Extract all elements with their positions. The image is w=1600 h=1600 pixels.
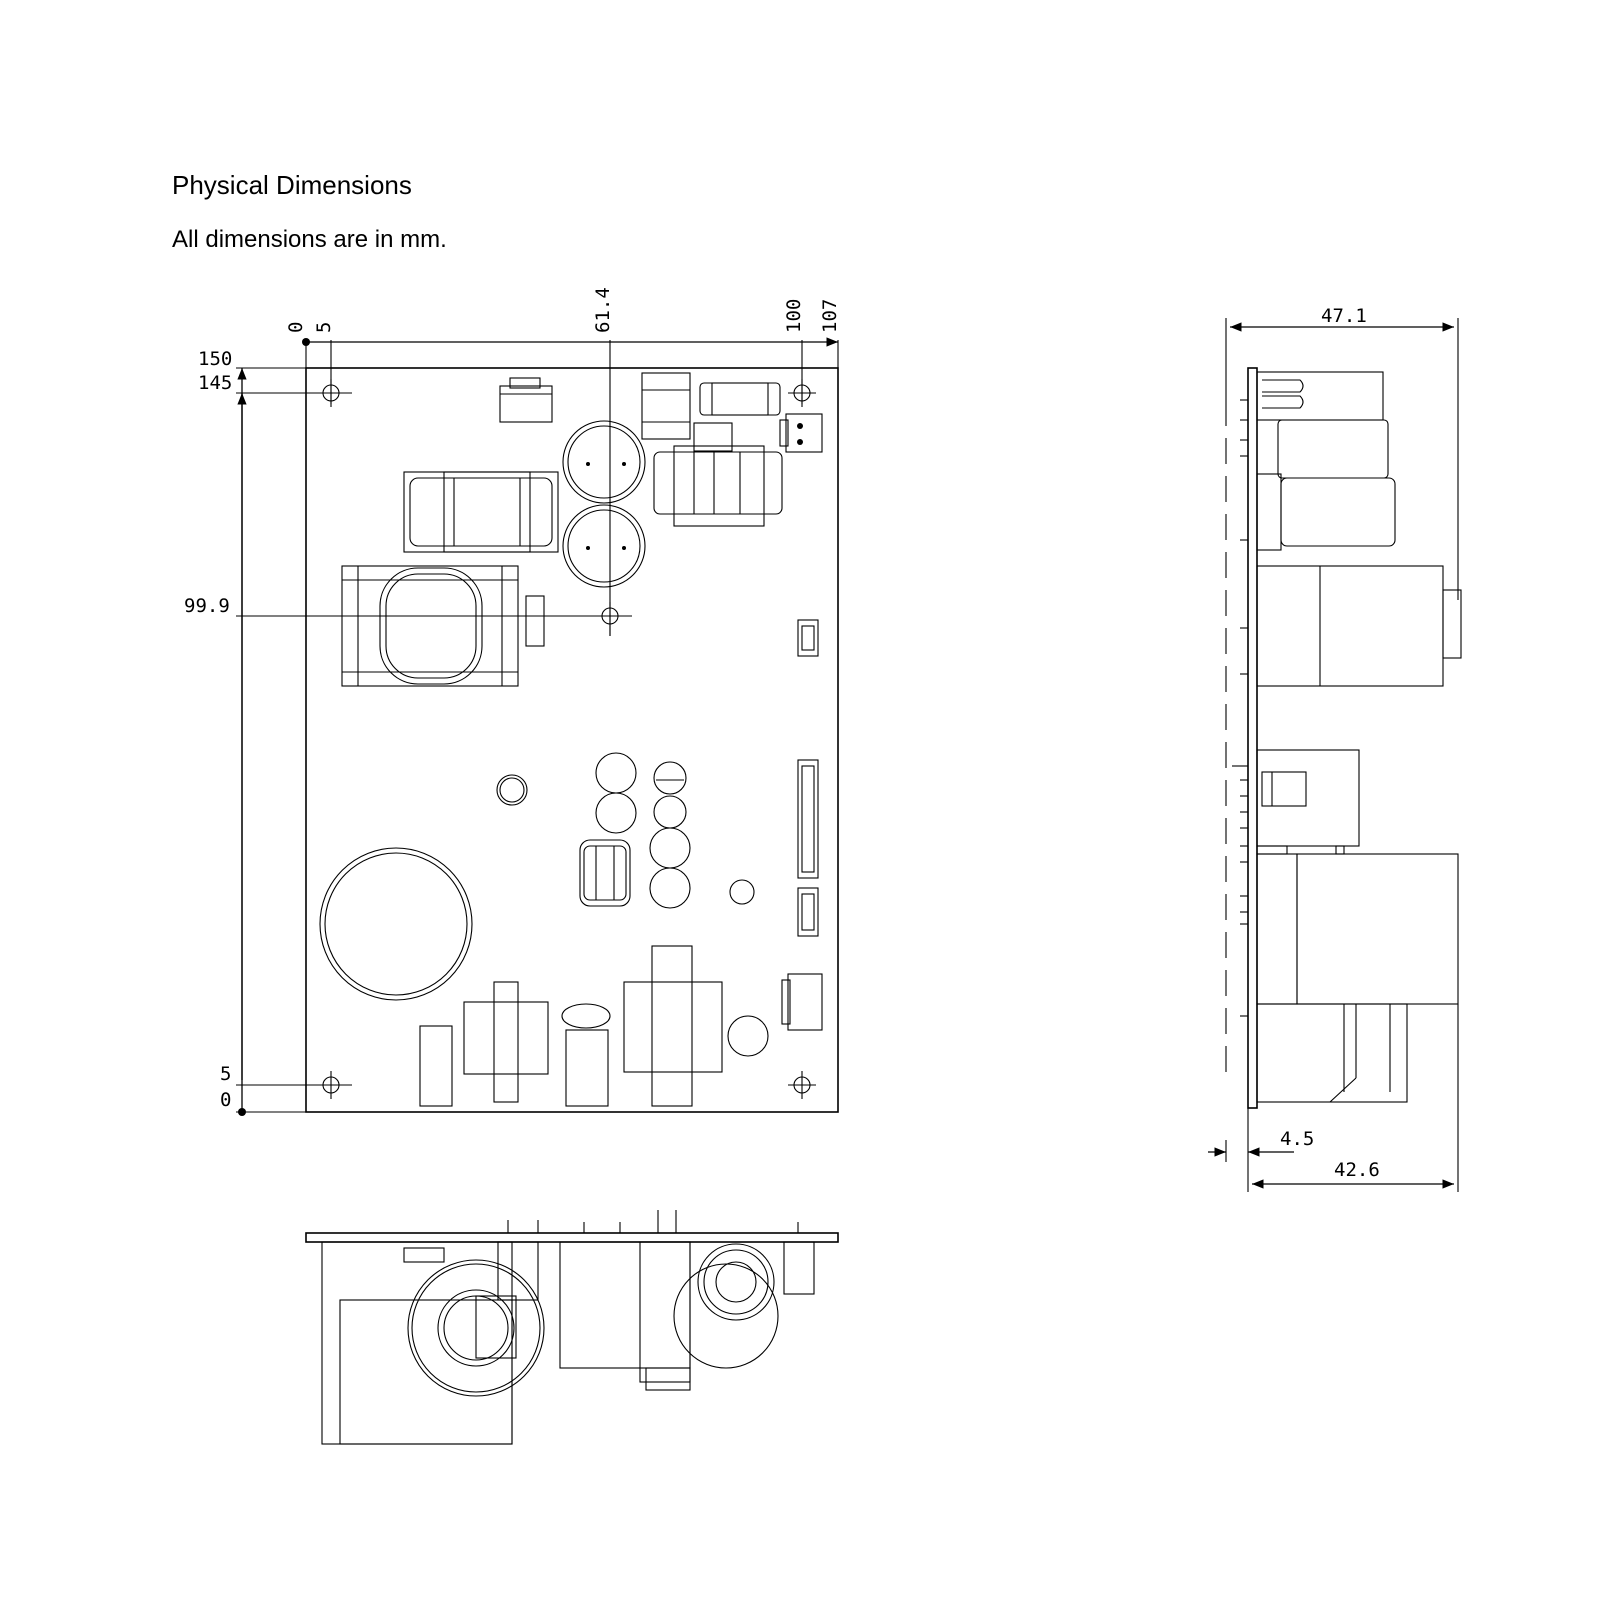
y-dim-0: 0	[220, 1089, 231, 1111]
large-capacitor	[319, 847, 473, 1001]
common-mode-choke	[653, 422, 783, 527]
x-dim-61-4: 61.4	[592, 287, 614, 333]
x-dim-100: 100	[783, 299, 805, 333]
capacitor	[595, 792, 637, 834]
capacitor-body	[559, 1241, 691, 1369]
capacitor	[727, 1015, 769, 1057]
toroid-inductor	[561, 1003, 611, 1107]
heatsink	[419, 1025, 453, 1107]
mounting-hole	[788, 1071, 816, 1099]
x-dim-0: 0	[285, 322, 307, 333]
pcb-outline	[305, 367, 839, 1113]
top-view: 0 5 61.4 100 107 150 145 99.9 5 0	[184, 287, 841, 1116]
offset-dimension: 4.5	[1280, 1128, 1314, 1150]
mounting-hole	[596, 602, 632, 636]
mounting-hole	[788, 379, 816, 407]
front-view	[305, 1210, 839, 1445]
y-dim-99-9: 99.9	[184, 595, 230, 617]
heatsink-profile	[321, 1241, 513, 1445]
toroid-small	[673, 1241, 815, 1369]
pfc-inductor	[623, 945, 723, 1107]
fuse	[699, 382, 781, 416]
y-dim-145: 145	[198, 372, 232, 394]
resistor	[525, 595, 545, 647]
units-note: All dimensions are in mm.	[172, 226, 447, 253]
relay	[641, 372, 691, 440]
side-view: 47.1	[1208, 305, 1462, 1192]
x-dim-107: 107	[819, 299, 841, 333]
y-dim-5: 5	[220, 1063, 231, 1085]
bulk-capacitor	[562, 420, 646, 504]
output-inductor	[579, 839, 631, 907]
x-dim-5: 5	[313, 322, 335, 333]
electrolytic-capacitor	[653, 761, 687, 795]
width-dimension: 47.1	[1321, 305, 1367, 327]
capacitor	[496, 774, 528, 806]
output-transformer	[463, 981, 549, 1103]
dc-connector	[781, 973, 823, 1031]
pcb-edge	[305, 1232, 839, 1243]
pcb-side-edge	[1247, 367, 1258, 1109]
capacitor	[653, 795, 687, 829]
output-connector-top	[779, 413, 823, 453]
toroid-side	[407, 1259, 545, 1397]
y-dim-150: 150	[198, 348, 232, 370]
capacitor	[649, 827, 691, 869]
capacitor	[595, 752, 637, 794]
output-connector	[797, 759, 819, 879]
input-connector	[499, 377, 553, 423]
mounting-hole	[317, 379, 345, 407]
mounting-hole	[317, 1071, 345, 1099]
main-transformer	[341, 565, 519, 687]
capacitor	[729, 879, 755, 905]
bulk-capacitor	[562, 504, 646, 588]
connector-small	[797, 887, 819, 937]
capacitor	[649, 867, 691, 909]
page-title: Physical Dimensions	[172, 170, 412, 200]
filter-inductor	[403, 471, 559, 553]
depth-dimension: 42.6	[1334, 1159, 1380, 1181]
connector-small	[797, 619, 819, 657]
